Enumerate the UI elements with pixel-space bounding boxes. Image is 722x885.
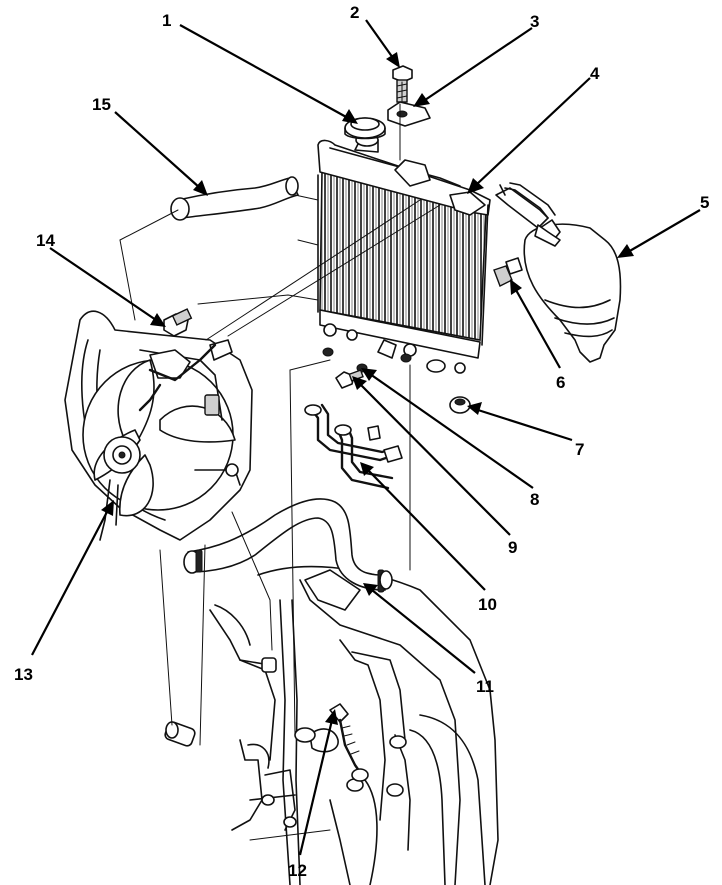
radiator <box>317 133 491 374</box>
callout-13: 13 <box>14 665 33 684</box>
cooling-fan-assembly <box>64 310 253 541</box>
callout-11: 11 <box>476 677 494 696</box>
callout-3: 3 <box>530 12 539 31</box>
lower-mount-bushing <box>164 721 196 747</box>
coolant-reservoir <box>504 182 622 363</box>
callout-leaders <box>31 19 701 856</box>
callout-6: 6 <box>556 373 565 392</box>
callout-2: 2 <box>350 3 359 22</box>
ground-strap <box>329 703 369 782</box>
callout-9: 9 <box>508 538 517 557</box>
callout-10: 10 <box>478 595 497 614</box>
callout-7: 7 <box>575 440 584 459</box>
callout-12: 12 <box>288 861 307 880</box>
upper-bracket <box>387 101 431 127</box>
radiator-upper-outlet <box>495 184 549 229</box>
upper-radiator-hose <box>170 176 299 221</box>
callout-labels: 1 2 3 4 5 6 7 8 9 10 11 12 13 14 15 <box>14 3 709 880</box>
callout-1: 1 <box>162 11 171 30</box>
engine-bay-frame <box>209 565 499 885</box>
callout-8: 8 <box>530 490 539 509</box>
mounting-nut <box>449 396 471 414</box>
callout-15: 15 <box>92 95 111 114</box>
lower-radiator-hose <box>183 498 393 593</box>
callout-14: 14 <box>36 231 55 250</box>
callout-5: 5 <box>700 193 709 212</box>
assembly-guide-lines <box>119 81 441 746</box>
temperature-sensor <box>493 257 523 287</box>
callout-4: 4 <box>590 64 600 83</box>
fan-shroud-bolt <box>163 308 193 337</box>
radiator-cap <box>344 117 386 140</box>
oil-cooler-lines <box>304 403 403 490</box>
